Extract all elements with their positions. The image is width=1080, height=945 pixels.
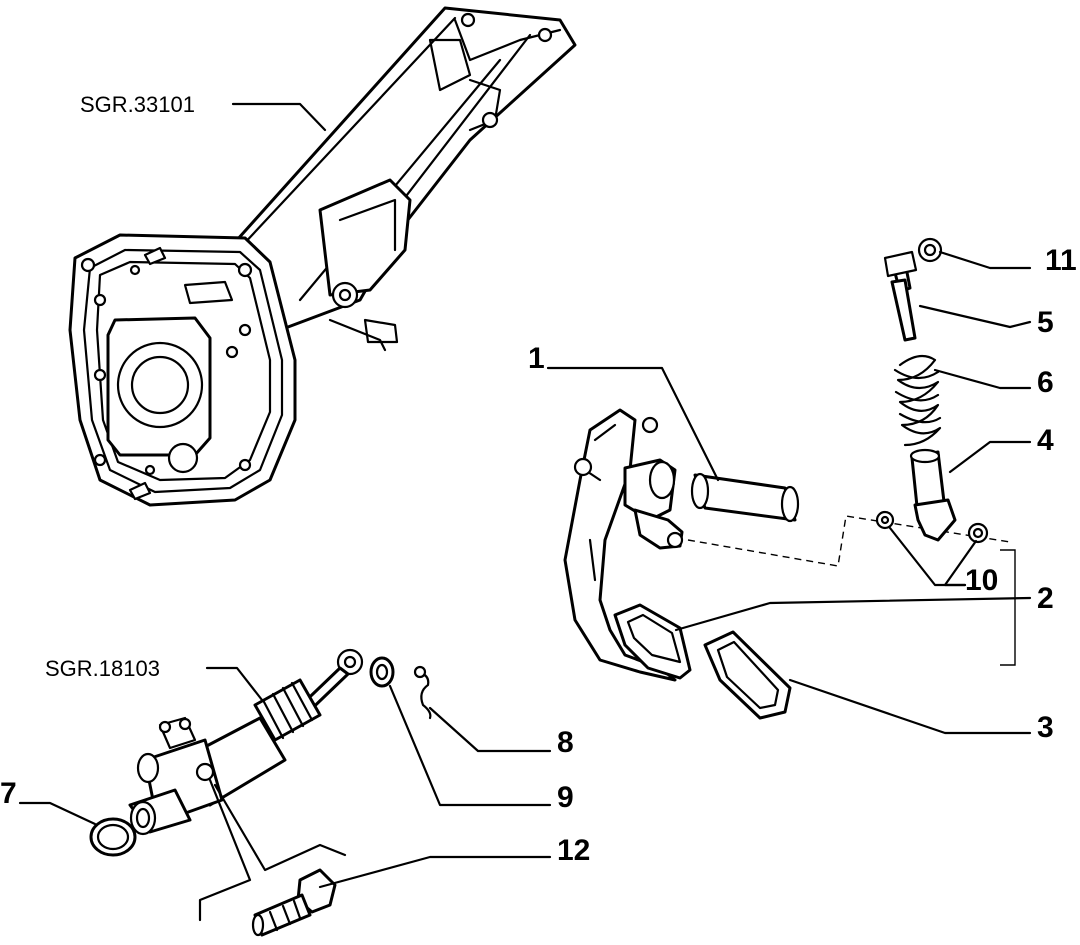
callout-2: 2 <box>1037 582 1054 615</box>
washer-9 <box>369 656 395 688</box>
callout-5: 5 <box>1037 306 1054 339</box>
pedal-rubber-cover <box>703 630 792 720</box>
pivot-bushing <box>690 472 800 523</box>
mounting-bracket-line-a <box>198 778 252 922</box>
callout-sgr-18103: SGR.18103 <box>45 656 160 681</box>
callout-8: 8 <box>557 726 574 759</box>
pedal-pad <box>613 603 692 680</box>
callout-1: 1 <box>528 342 545 375</box>
callout-10: 10 <box>965 564 998 597</box>
mounting-bracket-line-b <box>213 783 347 872</box>
callout-12: 12 <box>557 834 590 867</box>
clip-8 <box>413 665 432 720</box>
pedal-bracket-assembly <box>68 6 577 507</box>
assembly-dashed-line <box>687 515 1011 567</box>
bolt-12 <box>251 868 337 937</box>
callout-6: 6 <box>1037 366 1054 399</box>
clutch-pedal <box>563 408 684 682</box>
callout-sgr-33101: SGR.33101 <box>80 92 195 117</box>
leader-lines <box>18 102 1032 889</box>
o-ring-7 <box>89 817 137 857</box>
clips-10 <box>875 510 989 544</box>
callout-7: 7 <box>0 777 17 810</box>
callout-11: 11 <box>1045 244 1077 277</box>
group-bracket <box>1000 549 1016 666</box>
snap-ring-11 <box>917 237 943 263</box>
callout-3: 3 <box>1037 711 1054 744</box>
clutch-master-cylinder <box>128 648 364 836</box>
callout-9: 9 <box>557 781 574 814</box>
callout-4: 4 <box>1037 424 1054 457</box>
over-centre-spring-assembly <box>883 250 957 542</box>
